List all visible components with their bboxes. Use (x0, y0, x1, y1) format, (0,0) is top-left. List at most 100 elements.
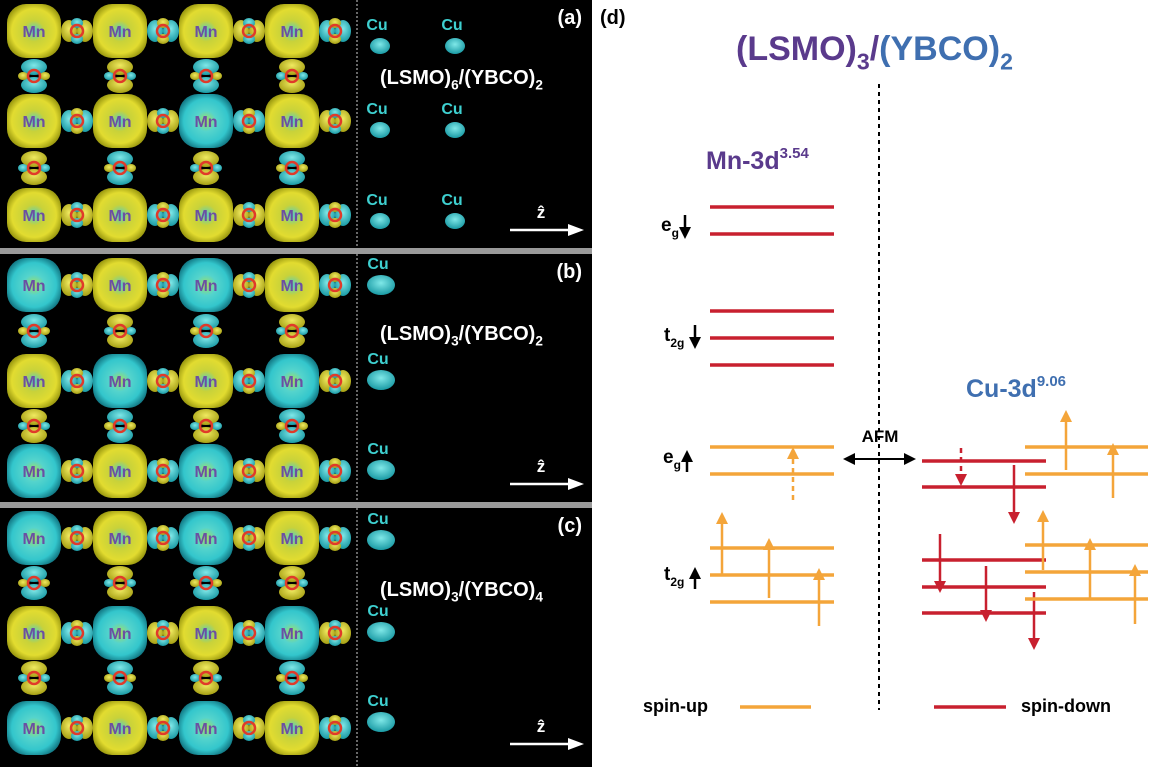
orbital-lobe (126, 422, 136, 430)
cu-orbital (367, 275, 395, 295)
oxygen-ring (198, 323, 214, 339)
mn-eg-down-label: eg (661, 215, 679, 240)
orbital-lobe (21, 661, 47, 677)
orbital-lobe (212, 164, 222, 172)
oxygen-ring (327, 23, 343, 39)
oxygen-ring (327, 113, 343, 129)
orbital-lobe (21, 151, 47, 167)
orbital-lobe (193, 77, 219, 93)
orbital-lobe (107, 679, 133, 695)
diagram-title: (LSMO)3/(YBCO)2 (736, 30, 1013, 75)
oxygen-ring (198, 575, 214, 591)
orbital-lobe (104, 422, 114, 430)
mn-yellow-lobe (93, 444, 147, 498)
cu-orbital (367, 712, 395, 732)
mn-label: Mn (280, 626, 303, 643)
cu-eg-down-electron-head (1008, 512, 1020, 524)
panel-formula: (LSMO)3/(YBCO)2 (380, 323, 543, 349)
mn-label: Mn (22, 208, 45, 225)
orbital-lobe (107, 169, 133, 185)
cu-label: Cu (367, 511, 388, 528)
mn-label: Mn (22, 374, 45, 391)
mn-cyan-lobe (93, 354, 147, 408)
oxygen-ring (155, 720, 171, 736)
oxygen-ring (198, 670, 214, 686)
mn-yellow-lobe (93, 188, 147, 242)
mn-label: Mn (108, 721, 131, 738)
axis-z-label: ẑ (537, 203, 546, 222)
mn-cyan-lobe (179, 511, 233, 565)
mn-label: Mn (108, 374, 131, 391)
oxygen-ring (155, 23, 171, 39)
oxygen-ring (112, 323, 128, 339)
orbital-lobe (107, 332, 133, 348)
mn-label: Mn (194, 24, 217, 41)
oxygen-ring (112, 68, 128, 84)
mn-label: Mn (194, 464, 217, 481)
mn-yellow-lobe (179, 4, 233, 58)
oxygen-ring (284, 68, 300, 84)
orbital-lobe (107, 314, 133, 330)
cu-orbital (370, 122, 390, 138)
oxygen-ring (241, 207, 257, 223)
mn-yellow-lobe (265, 258, 319, 312)
oxygen-ring (327, 207, 343, 223)
oxygen-ring (26, 418, 42, 434)
oxygen-ring (241, 113, 257, 129)
orbital-lobe (126, 72, 136, 80)
orbital-lobe (21, 679, 47, 695)
orbital-lobe (126, 674, 136, 682)
mn-cyan-lobe (265, 354, 319, 408)
panel-formula: (LSMO)6/(YBCO)2 (380, 67, 543, 93)
mn-label: Mn (194, 721, 217, 738)
orbital-lobe (190, 327, 200, 335)
oxygen-ring (69, 373, 85, 389)
mn-yellow-lobe (179, 188, 233, 242)
orbital-lobe (21, 332, 47, 348)
mn-label: Mn (280, 114, 303, 131)
orbital-lobe (40, 422, 50, 430)
oxygen-ring (284, 323, 300, 339)
axis-arrow-head (568, 478, 584, 490)
orbital-lobe (18, 164, 28, 172)
orbital-lobe (104, 72, 114, 80)
orbital-lobe (40, 674, 50, 682)
oxygen-ring (26, 323, 42, 339)
oxygen-ring (327, 373, 343, 389)
orbital-lobe (18, 579, 28, 587)
mn-label: Mn (194, 531, 217, 548)
cu-orbital (370, 213, 390, 229)
cu-3d-label: Cu-3d9.06 (966, 373, 1066, 403)
oxygen-ring (327, 720, 343, 736)
mn-cyan-lobe (93, 606, 147, 660)
mn-label: Mn (194, 626, 217, 643)
mn-t2g-electron-head (763, 538, 775, 550)
mn-label: Mn (194, 114, 217, 131)
afm-arrow-head-left (843, 453, 855, 465)
mn-cyan-lobe (179, 94, 233, 148)
mn-label: Mn (108, 114, 131, 131)
mn-yellow-lobe (7, 606, 61, 660)
axis-z-label: ẑ (537, 457, 546, 476)
orbital-lobe (107, 661, 133, 677)
mn-yellow-lobe (93, 258, 147, 312)
mn-cyan-lobe (179, 444, 233, 498)
orbital-lobe (276, 327, 286, 335)
orbital-lobe (40, 579, 50, 587)
oxygen-ring (327, 625, 343, 641)
orbital-lobe (21, 169, 47, 185)
orbital-lobe (276, 579, 286, 587)
cu-t2g-up-electron-head (1084, 538, 1096, 550)
mn-yellow-lobe (93, 4, 147, 58)
mn-label: Mn (280, 24, 303, 41)
orbital-lobe (298, 674, 308, 682)
axis-z-label: ẑ (537, 717, 546, 736)
orbital-lobe (107, 409, 133, 425)
oxygen-ring (241, 23, 257, 39)
cu-t2g-down-electron-head (1028, 638, 1040, 650)
orbital-lobe (276, 72, 286, 80)
orbital-lobe (190, 164, 200, 172)
orbital-lobe (193, 169, 219, 185)
